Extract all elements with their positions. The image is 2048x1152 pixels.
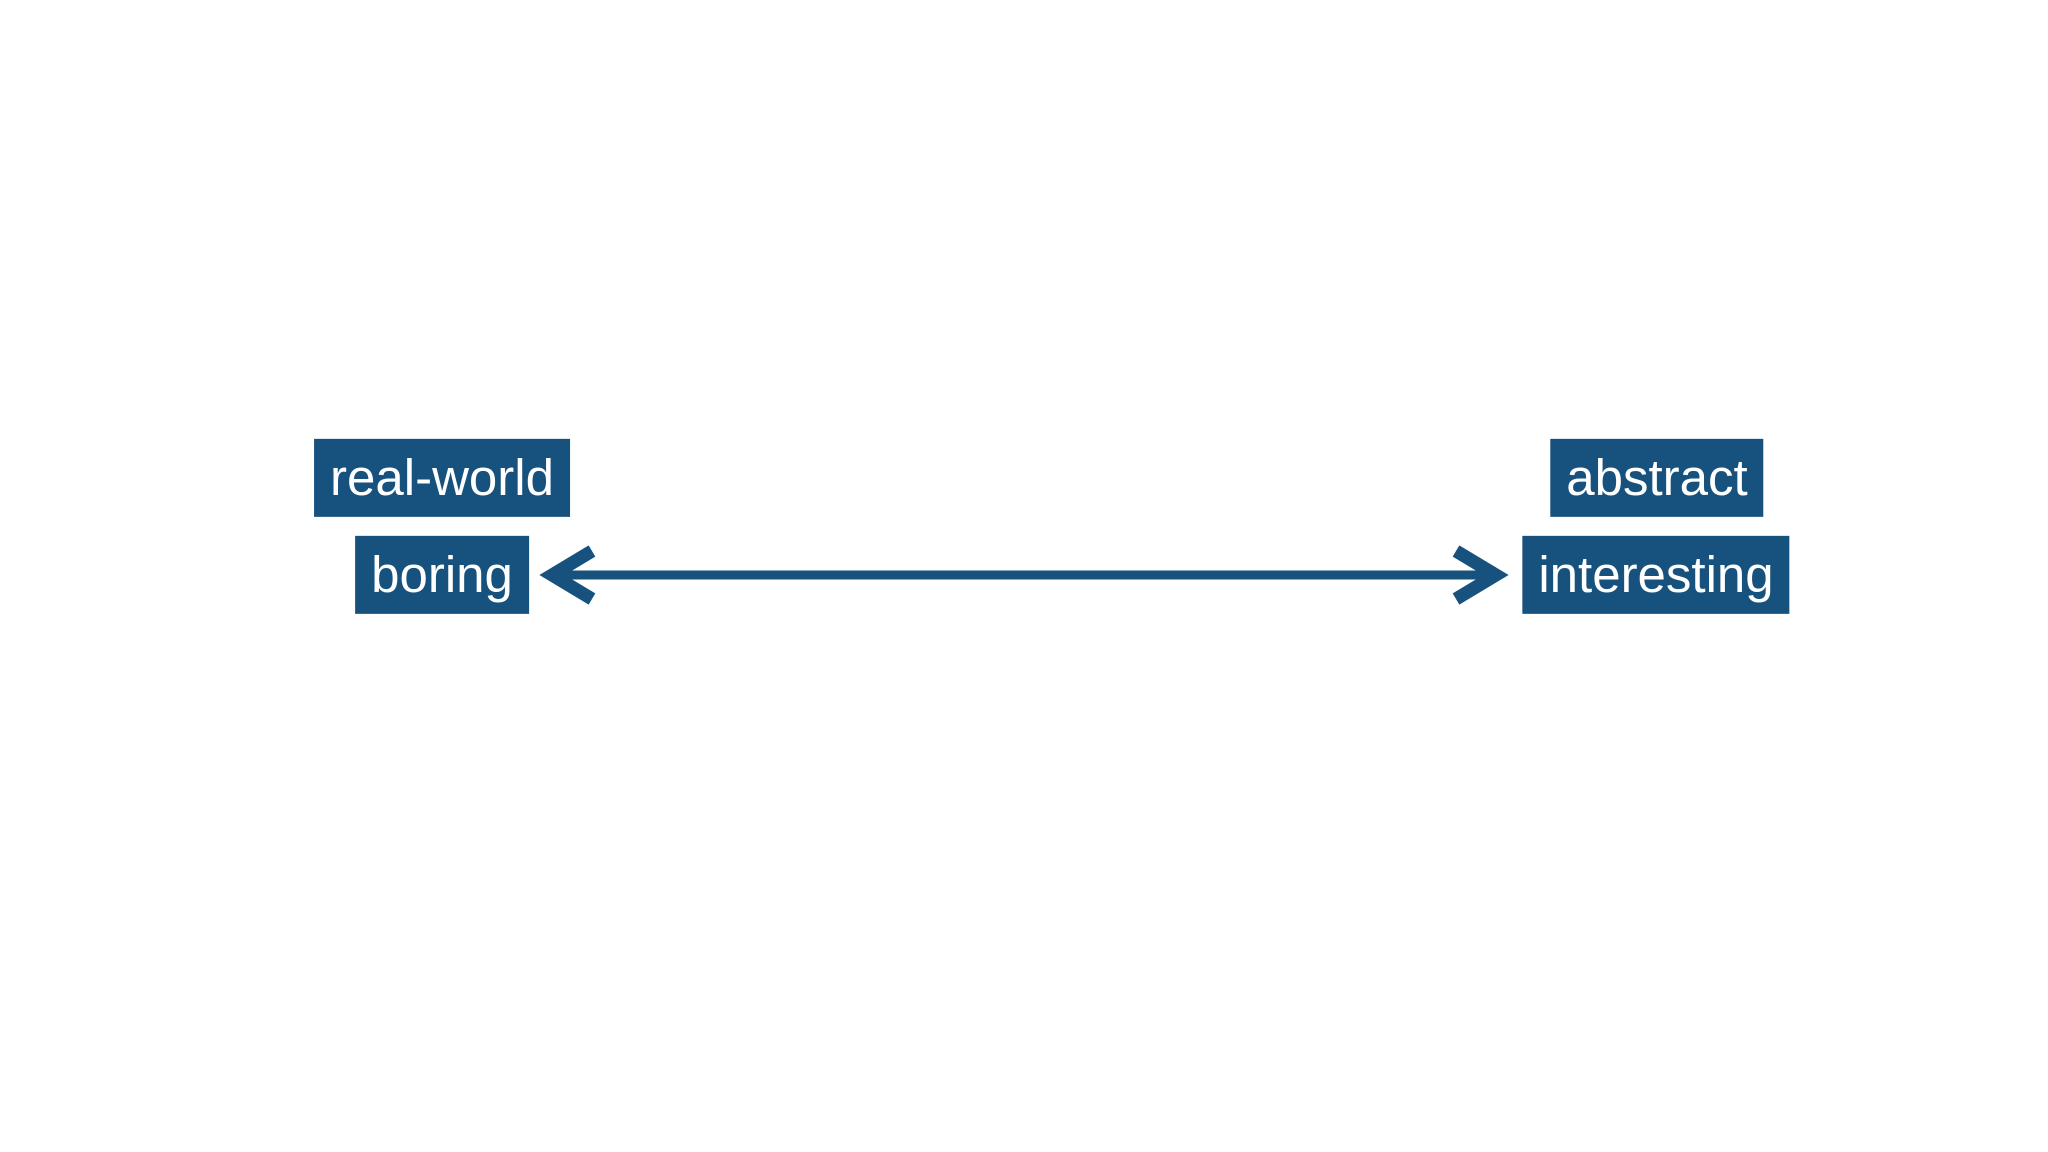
label-boring: boring xyxy=(355,535,529,615)
label-real-world: real-world xyxy=(314,438,570,518)
arrow-head-right-icon xyxy=(1452,545,1509,605)
arrow-head-left-icon xyxy=(539,545,596,605)
label-interesting: interesting xyxy=(1522,535,1790,615)
label-abstract: abstract xyxy=(1550,438,1764,518)
